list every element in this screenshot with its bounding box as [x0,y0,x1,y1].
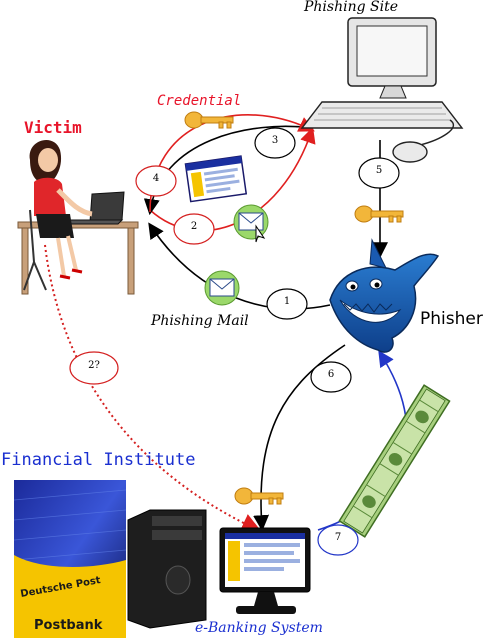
email-icon [204,270,240,306]
step-label-1: 1 [283,296,291,307]
computer-icon [300,17,464,163]
step-label-2: 2 [190,221,198,232]
bank-sign-bottom: Postbank [34,618,103,633]
victim-icon [17,139,139,295]
shark-icon [329,238,440,353]
key-icon [234,487,284,505]
step-circle-4 [135,165,177,197]
victim-label: Victim [24,118,82,137]
phishing-mail-label: Phishing Mail [151,313,249,329]
financial-institute-label: Financial Institute [1,450,196,470]
step-circle-6 [310,361,352,393]
bank-building-icon [13,480,127,638]
email-icon [233,204,269,243]
step-label-7: 7 [334,532,342,543]
step-circles [69,127,400,556]
step-circle-2 [173,213,215,245]
step-circle-1 [266,288,308,320]
step-label-5: 5 [375,165,383,176]
step-label-2q: 2? [88,360,100,371]
monitor-icon [219,527,311,614]
key-icon [354,205,404,223]
phishing-site-label: Phishing Site [304,0,399,15]
step-circle-3 [254,127,296,159]
step-circle-5 [358,157,400,189]
arrow-step2q [44,244,262,533]
ebanking-system-label: e-Banking System [195,620,323,636]
credential-label: Credential [157,93,242,109]
step-label-6: 6 [327,369,335,380]
webpage-icon [184,155,248,203]
money-icon [338,384,451,538]
step-circle-2q [69,351,119,385]
step-circle-7 [317,524,359,556]
step-label-4: 4 [152,173,160,184]
phisher-label: Phisher [420,309,483,329]
step-label-3: 3 [271,135,279,146]
server-icon [127,509,207,629]
key-icon [184,111,234,129]
